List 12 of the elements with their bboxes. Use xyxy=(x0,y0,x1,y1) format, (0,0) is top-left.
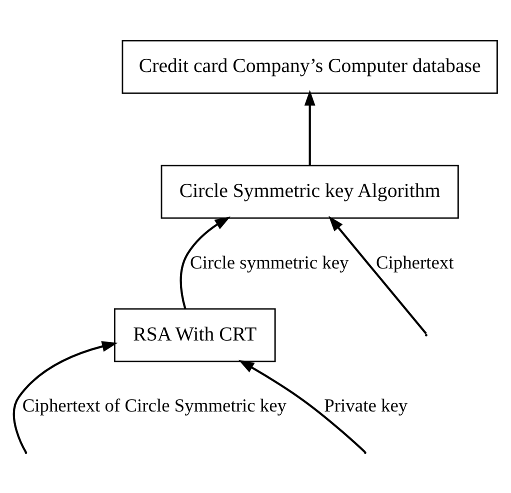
node-box: RSA With CRT xyxy=(114,308,276,362)
edge-label: Private key xyxy=(324,395,408,416)
arrow xyxy=(180,216,230,309)
edge-label: Ciphertext xyxy=(376,252,454,272)
edge-label: Circle symmetric key xyxy=(190,252,349,272)
node-box: Circle Symmetric key Algorithm xyxy=(160,164,459,218)
arrow xyxy=(12,340,118,452)
arrow xyxy=(238,359,366,452)
node-box: Credit card Company’s Computer database xyxy=(122,39,498,94)
arrow xyxy=(328,215,427,334)
edge-label: Ciphertext of Circle Symmetric key xyxy=(22,395,287,416)
arrow xyxy=(304,89,316,165)
